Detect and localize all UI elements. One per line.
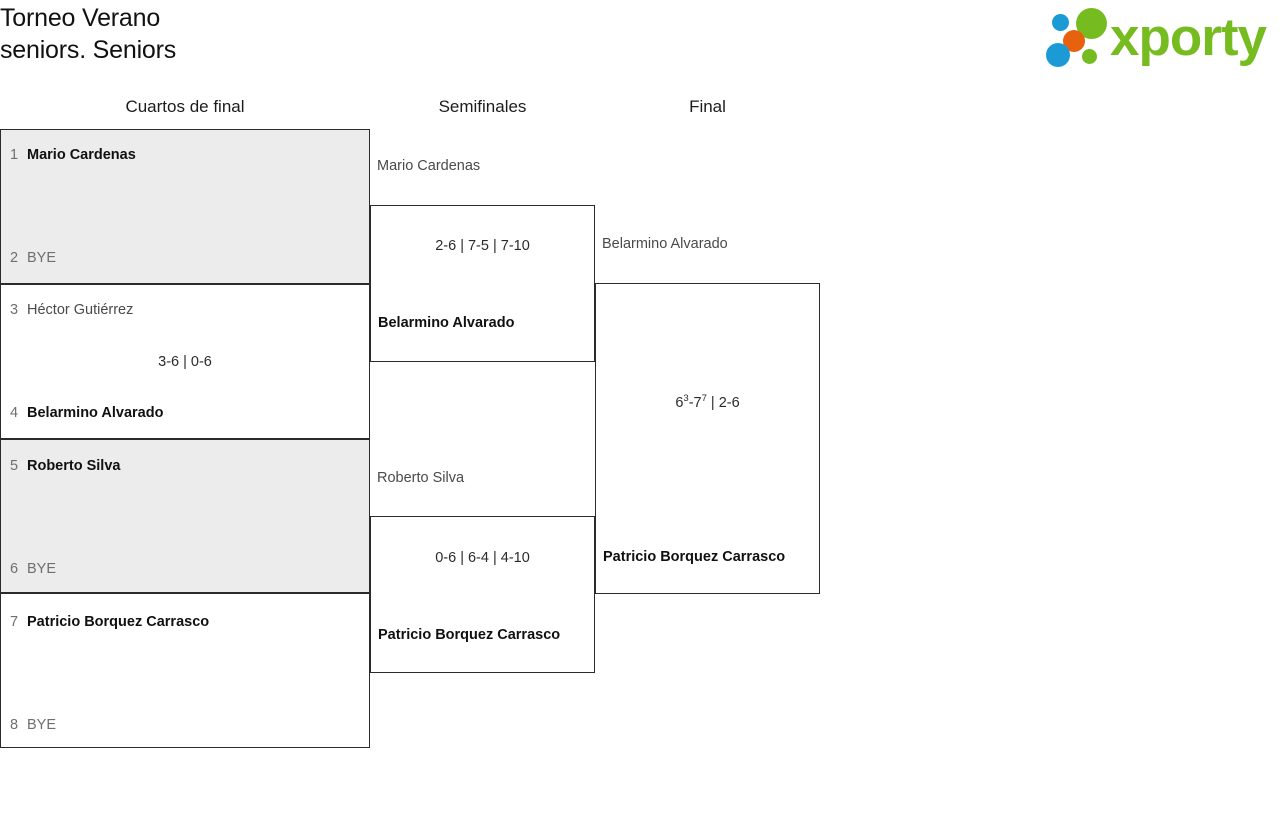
player-row[interactable]: 3 Héctor Gutiérrez — [1, 300, 369, 320]
player-name: Patricio Borquez Carrasco — [378, 627, 561, 643]
player-name: Héctor Gutiérrez — [27, 302, 134, 318]
logo-dot-orange — [1063, 30, 1085, 52]
match-score: 2-6 | 7-5 | 7-10 — [435, 238, 530, 254]
player-name: Patricio Borquez Carrasco — [603, 549, 786, 565]
seed-number: 4 — [10, 405, 19, 421]
final-score-set1-opp: -7 — [688, 395, 702, 411]
semifinal-2-top-player: Roberto Silva — [370, 468, 464, 488]
logo-wordmark: xporty — [1110, 8, 1267, 67]
final-top-player: Belarmino Alvarado — [595, 234, 728, 254]
title-line-1: Torneo Verano — [0, 4, 161, 32]
player-row[interactable]: Patricio Borquez Carrasco — [596, 547, 819, 567]
match-box-semifinal-2[interactable]: 0-6 | 6-4 | 4-10 Patricio Borquez Carras… — [370, 516, 595, 673]
player-name: Mario Cardenas — [27, 147, 136, 163]
final-score-set1-games: 6 — [675, 395, 684, 411]
player-name: Mario Cardenas — [377, 158, 481, 174]
player-name: BYE — [27, 561, 57, 577]
seed-number: 3 — [10, 302, 19, 318]
match-box-quarterfinal-2[interactable]: 3 Héctor Gutiérrez 3-6 | 0-6 4 Belarmino A… — [0, 284, 370, 439]
final-score-remaining: | 2-6 — [706, 395, 740, 411]
player-row[interactable]: 6 BYE — [1, 559, 369, 579]
final-score-set1-tiebreak: 3 — [683, 393, 689, 405]
player-row[interactable]: 1 Mario Cardenas — [1, 145, 369, 165]
player-name: Belarmino Alvarado — [27, 405, 164, 421]
match-box-semifinal-1[interactable]: 2-6 | 7-5 | 7-10 Belarmino Alvarado — [370, 205, 595, 362]
match-box-quarterfinal-3[interactable]: 5 Roberto Silva 6 BYE — [0, 439, 370, 593]
page-title: Torneo Verano seniors. Seniors — [0, 2, 700, 66]
round-header-final: Final — [689, 97, 726, 116]
logo-dot-blue-bottom — [1046, 43, 1070, 67]
player-name: Belarmino Alvarado — [602, 236, 728, 252]
player-name: BYE — [27, 250, 57, 266]
player-row[interactable]: 5 Roberto Silva — [1, 456, 369, 476]
logo-dot-blue-top — [1052, 14, 1069, 31]
player-name: Roberto Silva — [377, 470, 465, 486]
semifinal-1-top-player: Mario Cardenas — [370, 156, 480, 176]
player-row[interactable]: 4 Belarmino Alvarado — [1, 403, 369, 423]
player-name: Belarmino Alvarado — [378, 315, 515, 331]
match-box-final[interactable]: 63-77 | 2-6 Patricio Borquez Carrasco — [595, 283, 820, 594]
round-header-semifinals: Semifinales — [438, 97, 527, 116]
seed-number: 2 — [10, 250, 19, 266]
seed-number: 5 — [10, 458, 19, 474]
player-name: Roberto Silva — [27, 458, 121, 474]
seed-number: 8 — [10, 717, 19, 733]
player-row[interactable]: Patricio Borquez Carrasco — [371, 625, 594, 645]
match-score: 63-77 | 2-6 — [596, 393, 819, 413]
seed-number: 6 — [10, 561, 19, 577]
match-score: 3-6 | 0-6 — [158, 354, 212, 370]
player-row[interactable]: Belarmino Alvarado — [371, 313, 594, 333]
match-box-quarterfinal-1[interactable]: 1 Mario Cardenas 2 BYE — [0, 129, 370, 284]
match-score: 0-6 | 6-4 | 4-10 — [435, 550, 530, 566]
logo-dots-icon — [1044, 7, 1116, 69]
match-box-quarterfinal-4[interactable]: 7 Patricio Borquez Carrasco 8 BYE — [0, 593, 370, 748]
xporty-logo: xporty — [1044, 5, 1274, 71]
final-score-set1-opp-tiebreak: 7 — [701, 393, 707, 405]
seed-number: 1 — [10, 147, 19, 163]
player-row[interactable]: 7 Patricio Borquez Carrasco — [1, 612, 369, 632]
player-name: Patricio Borquez Carrasco — [27, 614, 210, 630]
logo-dot-green-small — [1082, 49, 1097, 64]
seed-number: 7 — [10, 614, 19, 630]
title-line-2: seniors. Seniors — [0, 36, 177, 64]
player-row[interactable]: 2 BYE — [1, 248, 369, 268]
player-name: BYE — [27, 717, 57, 733]
player-row[interactable]: 8 BYE — [1, 715, 369, 735]
round-header-quarterfinals: Cuartos de final — [125, 97, 245, 116]
